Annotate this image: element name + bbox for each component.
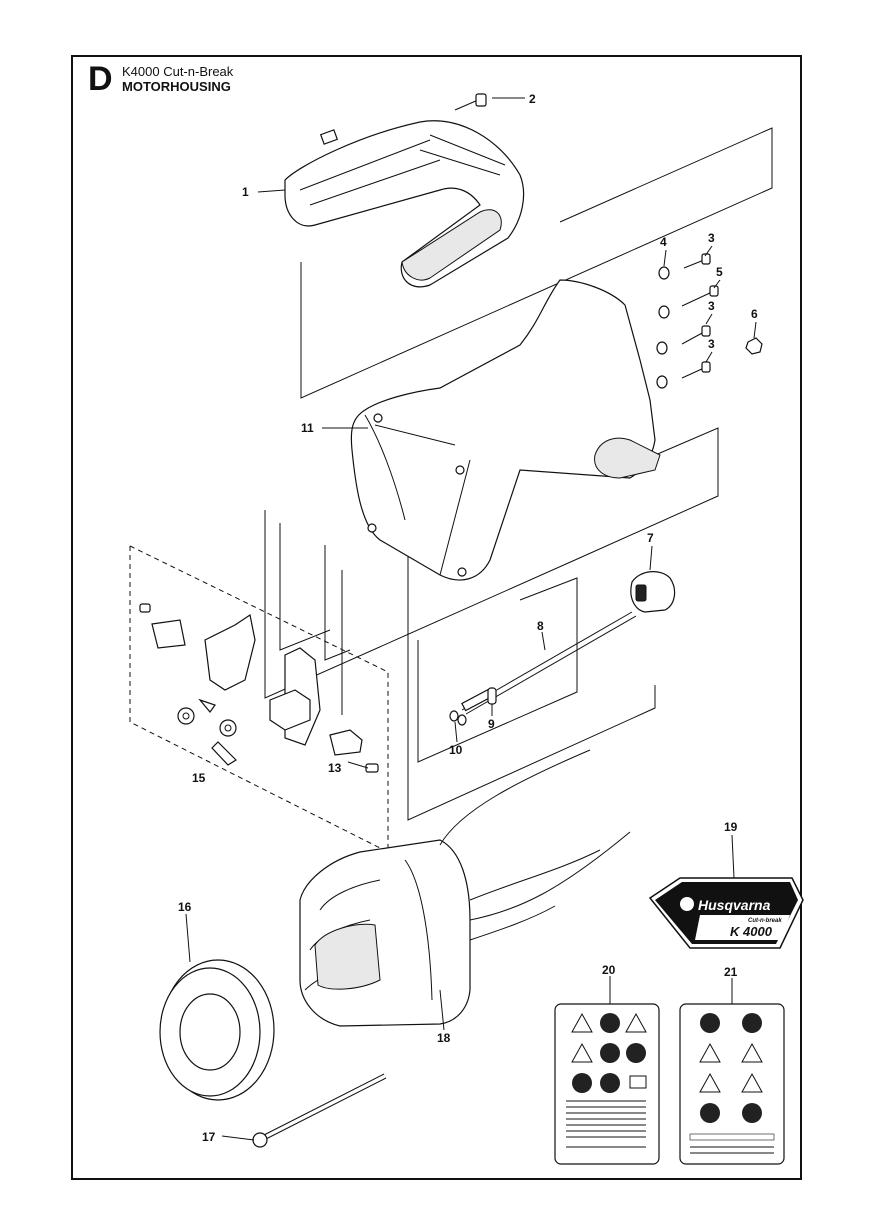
assembly-outline-brush bbox=[264, 427, 719, 699]
section-letter: D bbox=[88, 60, 113, 98]
switch-part bbox=[630, 571, 676, 613]
long-screw-part bbox=[252, 1073, 387, 1148]
badge-brand: Husqvarna bbox=[698, 897, 771, 913]
brush-holder-part bbox=[139, 603, 379, 773]
pin-washer-part bbox=[449, 687, 497, 726]
assembly-outline-upper bbox=[300, 127, 773, 399]
callout-21: 21 bbox=[724, 965, 738, 979]
callout-labels: 1 2 3 4 5 3 6 3 11 7 8 9 10 13 15 19 16 … bbox=[178, 92, 758, 1144]
page-title: MOTORHOUSING bbox=[122, 79, 231, 94]
leader-lines bbox=[185, 97, 757, 1141]
warning-sticker-21 bbox=[679, 1003, 785, 1165]
callout-3: 3 bbox=[708, 337, 715, 351]
callout-9: 9 bbox=[488, 717, 495, 731]
callout-2: 2 bbox=[529, 92, 536, 106]
callout-13: 13 bbox=[328, 761, 342, 775]
assembly-line-b bbox=[324, 545, 351, 661]
ring-part bbox=[159, 959, 275, 1101]
screw-part-2 bbox=[454, 93, 487, 111]
callout-19: 19 bbox=[724, 820, 738, 834]
brush-holder-dashed-outline bbox=[129, 545, 389, 853]
callout-3: 3 bbox=[708, 299, 715, 313]
callout-10: 10 bbox=[449, 743, 463, 757]
warning-sticker-20 bbox=[554, 1003, 660, 1165]
assembly-outline-lower bbox=[407, 520, 656, 821]
callout-17: 17 bbox=[202, 1130, 216, 1144]
assembly-outline-wire bbox=[417, 577, 578, 763]
callout-11: 11 bbox=[301, 421, 314, 435]
callout-5: 5 bbox=[716, 265, 723, 279]
callout-20: 20 bbox=[602, 963, 616, 977]
page-header: K4000 Cut-n-Break MOTORHOUSING bbox=[122, 64, 233, 94]
screws-washers-group bbox=[656, 253, 763, 389]
handle-cover-part bbox=[284, 120, 525, 288]
motor-housing-part bbox=[350, 279, 661, 581]
stator-part bbox=[299, 749, 631, 1027]
callout-3: 3 bbox=[708, 231, 715, 245]
callout-7: 7 bbox=[647, 531, 654, 545]
callout-15: 15 bbox=[192, 771, 206, 785]
callout-18: 18 bbox=[437, 1031, 451, 1045]
callout-16: 16 bbox=[178, 900, 192, 914]
callout-1: 1 bbox=[242, 185, 249, 199]
callout-8: 8 bbox=[537, 619, 544, 633]
husqvarna-badge: Husqvarna Cut-n-break K 4000 bbox=[648, 877, 804, 949]
callout-6: 6 bbox=[751, 307, 758, 321]
model-name: K4000 Cut-n-Break bbox=[122, 64, 234, 79]
assembly-line-a bbox=[279, 523, 331, 651]
callout-4: 4 bbox=[660, 235, 667, 249]
badge-tagline: Cut-n-break bbox=[748, 918, 782, 924]
badge-model: K 4000 bbox=[730, 924, 773, 939]
